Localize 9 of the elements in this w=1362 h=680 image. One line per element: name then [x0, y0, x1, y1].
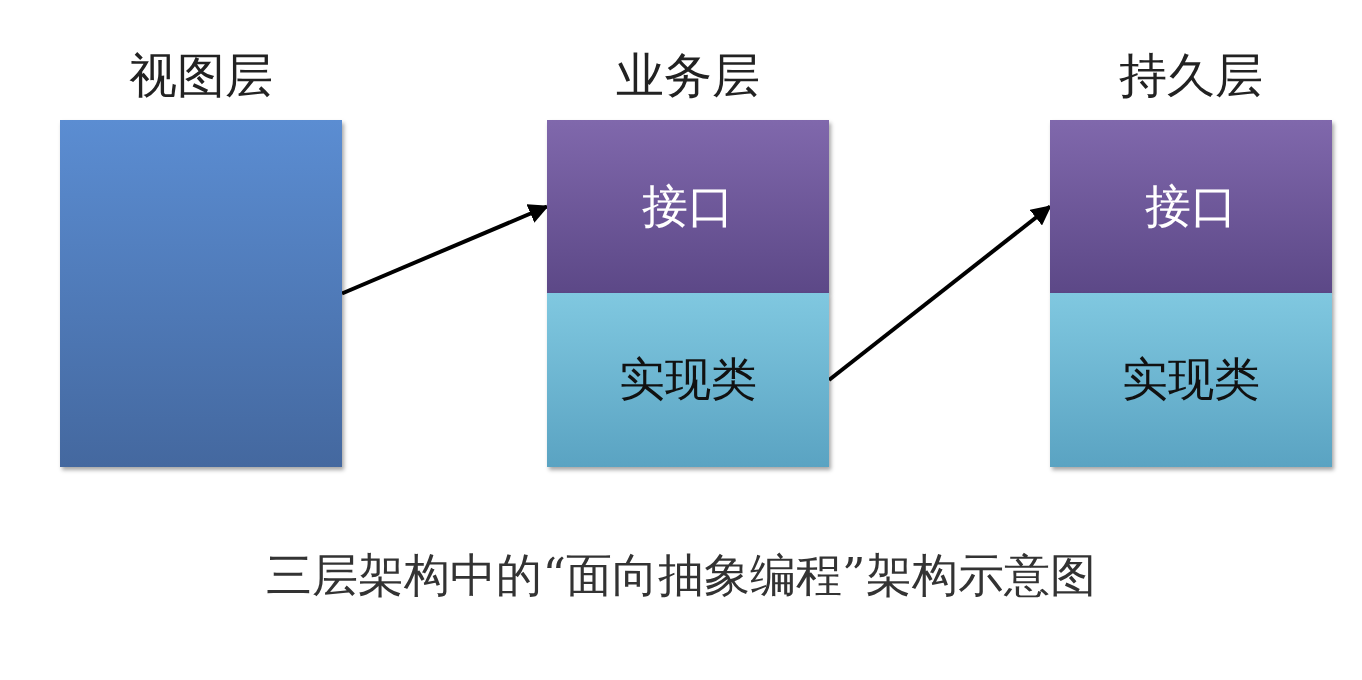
interface-box: 接口: [1050, 120, 1332, 293]
arrow: [341, 204, 549, 296]
implementation-box: 实现类: [547, 293, 829, 467]
caption: 三层架构中的“面向抽象编程”架构示意图: [265, 547, 1097, 604]
implementation-box: 实现类: [1050, 293, 1332, 467]
layer-heading: 业务层: [615, 46, 761, 105]
layer-heading: 视图层: [128, 46, 274, 105]
interface-box: 接口: [547, 120, 829, 293]
layer-heading: 持久层: [1118, 46, 1264, 105]
